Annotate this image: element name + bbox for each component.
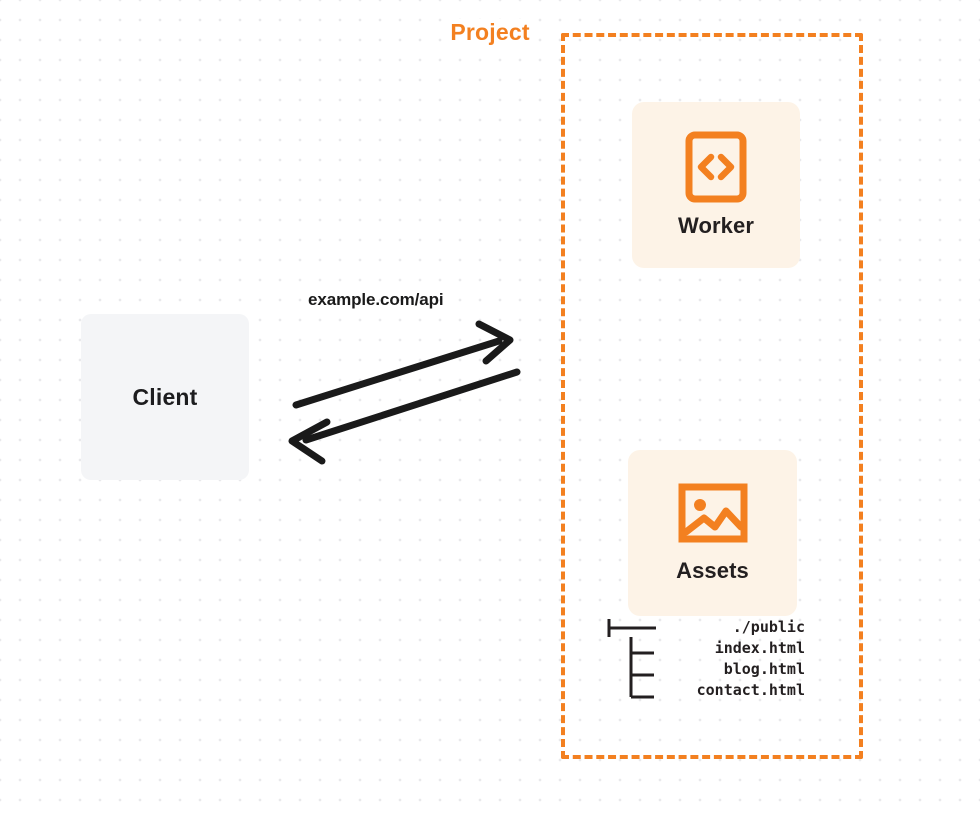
code-brackets-icon bbox=[685, 131, 747, 203]
file-tree: ./public index.html blog.html contact.ht… bbox=[600, 617, 805, 701]
file-tree-item: contact.html bbox=[696, 681, 805, 699]
assets-label: Assets bbox=[676, 558, 749, 583]
file-tree-item: blog.html bbox=[723, 660, 805, 678]
client-label: Client bbox=[132, 383, 198, 410]
request-arrow bbox=[292, 320, 514, 409]
file-tree-root: ./public bbox=[732, 618, 805, 636]
worker-node[interactable]: Worker bbox=[632, 102, 800, 268]
file-tree-item: index.html bbox=[714, 639, 805, 657]
client-node[interactable]: Client bbox=[81, 314, 249, 480]
assets-node[interactable]: Assets bbox=[628, 450, 797, 616]
project-container bbox=[561, 33, 863, 759]
file-tree-connectors bbox=[607, 619, 656, 699]
connection-label: example.com/api bbox=[308, 290, 444, 309]
response-arrow bbox=[288, 368, 521, 465]
worker-label: Worker bbox=[678, 213, 754, 238]
image-icon bbox=[678, 483, 747, 543]
project-title: Project bbox=[443, 18, 537, 46]
